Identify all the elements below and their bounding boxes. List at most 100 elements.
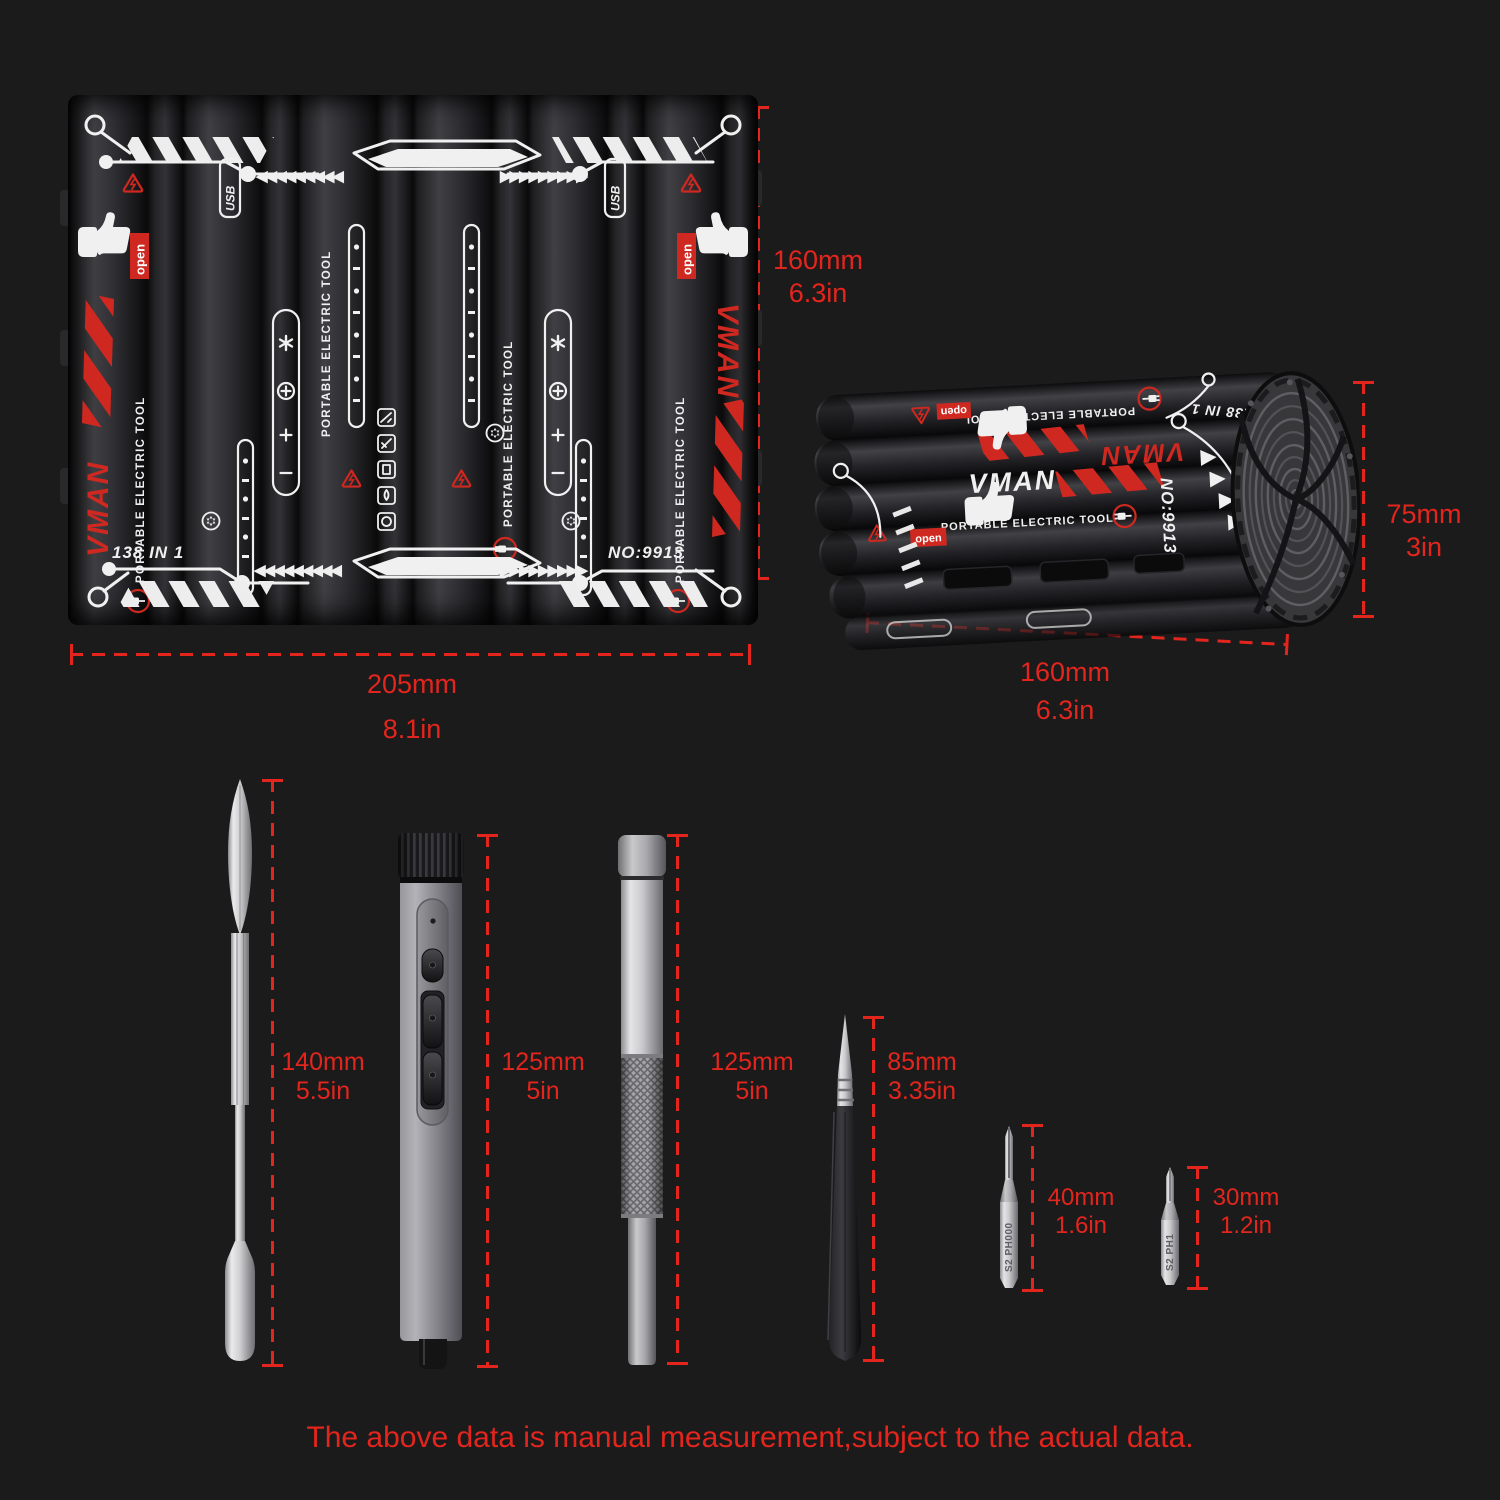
tweezers-steel-tip <box>837 1014 853 1106</box>
usb-badge: USB <box>218 157 242 219</box>
dimension-label-bit-short: 30mm 1.2in <box>1191 1184 1301 1240</box>
tweezers <box>827 1014 862 1361</box>
warning-triangle-icon <box>680 173 702 193</box>
open-tag <box>130 233 149 279</box>
open-label: open <box>133 244 148 275</box>
dimension-line-pry-tool <box>262 779 283 1367</box>
dimension-label-extension-rod: 125mm 5in <box>697 1048 807 1106</box>
spudger-hex-shaft <box>231 933 249 1105</box>
dimension-mm: 125mm <box>501 1048 585 1076</box>
usb-label: USB <box>609 185 623 211</box>
hazard-stripes-bar <box>552 137 708 163</box>
bit-shank <box>1000 1202 1018 1288</box>
dimension-mm: 40mm <box>1047 1184 1115 1211</box>
flat-case-graphics: ◀◀◀◀◀◀◀◀◀ ▶▶▶▶▶▶▶▶▶ open open VMAN VMAN … <box>78 114 748 614</box>
tagline-text: PORTABLE ELECTRIC TOOL <box>675 396 687 583</box>
open-label: open <box>940 404 967 417</box>
chevrons-left-icon: ◀◀◀◀◀◀◀◀◀ <box>255 168 344 185</box>
model-number-label: NO:9913 <box>1157 477 1180 554</box>
dimension-mm: 125mm <box>710 1048 794 1076</box>
open-label: open <box>915 532 942 545</box>
electric-screwdriver <box>398 833 464 1369</box>
spudger-flat-blade <box>225 1241 255 1361</box>
battery-indicator-pill <box>347 223 366 429</box>
bit-size-label: S2 PH1 <box>1165 1234 1176 1271</box>
dimension-mm: 160mm <box>772 245 864 275</box>
dimension-label-case-height: 160mm 6.3in <box>762 244 874 310</box>
cylinder-clip-tabs <box>886 552 1186 640</box>
rod-end-cap <box>618 835 666 877</box>
case-bottom-circuit-decor: ◀◀◀◀◀◀◀◀◀ ▶▶▶▶▶▶▶▶▶ <box>87 547 742 608</box>
battery-indicator-pill <box>462 223 481 429</box>
open-tag <box>936 401 972 420</box>
chevrons-left-icon: ◀◀◀◀◀◀◀◀◀ <box>253 562 342 579</box>
warning-triangle-icon <box>122 173 144 193</box>
dimension-mm: 30mm <box>1212 1184 1280 1211</box>
tagline-text: PORTABLE ELECTRIC TOOL <box>321 250 333 437</box>
brand-logo: VMAN <box>82 461 115 557</box>
usb-badge: USB <box>603 157 627 219</box>
screwdriver-chuck-tip <box>419 1339 447 1369</box>
warning-triangle-icon <box>451 469 472 488</box>
forward-button <box>422 994 443 1049</box>
brand-stripes <box>1055 462 1165 498</box>
dimension-mm: 75mm <box>1386 499 1462 529</box>
extension-rod <box>618 835 666 1365</box>
dimension-label-screwdriver: 125mm 5in <box>488 1048 598 1106</box>
flat-case-photo: ◀◀◀◀◀◀◀◀◀ ▶▶▶▶▶▶▶▶▶ open open VMAN VMAN … <box>68 95 758 625</box>
dimension-inch: 1.6in <box>1054 1212 1108 1239</box>
bit-symbols-pill <box>543 308 573 497</box>
dimension-inch: 5.5in <box>295 1077 351 1105</box>
metal-pry-spudger <box>225 779 255 1361</box>
dimension-label-roll-length: 160mm 6.3in <box>985 653 1145 729</box>
brand-stripes <box>712 399 744 537</box>
reverse-button <box>422 1051 443 1106</box>
open-tag <box>909 527 947 548</box>
dimension-inch: 3.35in <box>887 1077 957 1105</box>
dimension-line-bit-short <box>1187 1166 1208 1290</box>
rolled-case-photo: PORTABLE ELECTRIC TOOL 138 IN 1 VMAN ope… <box>808 346 1368 666</box>
dimension-inch: 5in <box>526 1077 560 1105</box>
dimension-label-bit-long: 40mm 1.6in <box>1026 1184 1136 1240</box>
dimension-inch: 6.3in <box>1035 695 1095 725</box>
torx-star-icon <box>201 511 221 531</box>
screwdriver-body <box>400 883 462 1341</box>
rod-lower-shaft <box>628 1218 656 1365</box>
dimension-line-extension-rod <box>667 834 688 1365</box>
dimension-line-roll-diameter <box>1353 381 1374 618</box>
center-emblem <box>368 149 528 167</box>
chevrons-right-icon: ▶▶▶▶▶▶▶▶▶ <box>499 168 589 185</box>
battery-indicator-pill <box>236 438 255 597</box>
brand-logo: VMAN <box>711 303 744 399</box>
dimension-label-roll-diameter: 75mm 3in <box>1368 498 1480 564</box>
torx-star-icon <box>485 423 505 443</box>
spudger-neck <box>235 1105 245 1241</box>
brand-logo: VMAN <box>968 465 1057 500</box>
open-label: open <box>680 244 695 275</box>
measurement-disclaimer: The above data is manual measurement,sub… <box>306 1421 1194 1454</box>
dimension-line-screwdriver <box>477 834 498 1368</box>
bit-size-label: S2 PH000 <box>1004 1222 1015 1272</box>
bits-count-label: 138 IN 1 <box>112 543 184 562</box>
bit-shank <box>1161 1220 1179 1285</box>
dimension-line-case-width <box>70 644 751 665</box>
screwdriver-bit-short: S2 PH1 <box>1161 1167 1179 1285</box>
model-number-label: NO:9913 <box>608 543 684 562</box>
bits-count-label: 138 IN 1 <box>1190 401 1252 422</box>
case-top-circuit-decor: ◀◀◀◀◀◀◀◀◀ ▶▶▶▶▶▶▶▶▶ <box>84 114 742 185</box>
dimension-inch: 1.2in <box>1219 1212 1273 1239</box>
warning-triangle-icon <box>341 469 362 488</box>
spiral-end-cap <box>1230 371 1362 627</box>
dimension-inch: 8.1in <box>382 714 442 744</box>
brand-stripes <box>82 293 114 429</box>
open-tag <box>677 233 696 279</box>
led-indicator <box>430 918 436 924</box>
dimension-mm: 140mm <box>281 1048 365 1076</box>
rolled-case-graphics: PORTABLE ELECTRIC TOOL 138 IN 1 VMAN ope… <box>814 371 1362 651</box>
thumbs-up-icon <box>695 212 748 257</box>
rod-upper-shaft <box>621 880 663 1054</box>
dimension-label-pry-tool: 140mm 5.5in <box>268 1048 378 1106</box>
dimension-inch: 6.3in <box>788 278 848 308</box>
tagline-text: PORTABLE ELECTRIC TOOL <box>503 340 515 527</box>
